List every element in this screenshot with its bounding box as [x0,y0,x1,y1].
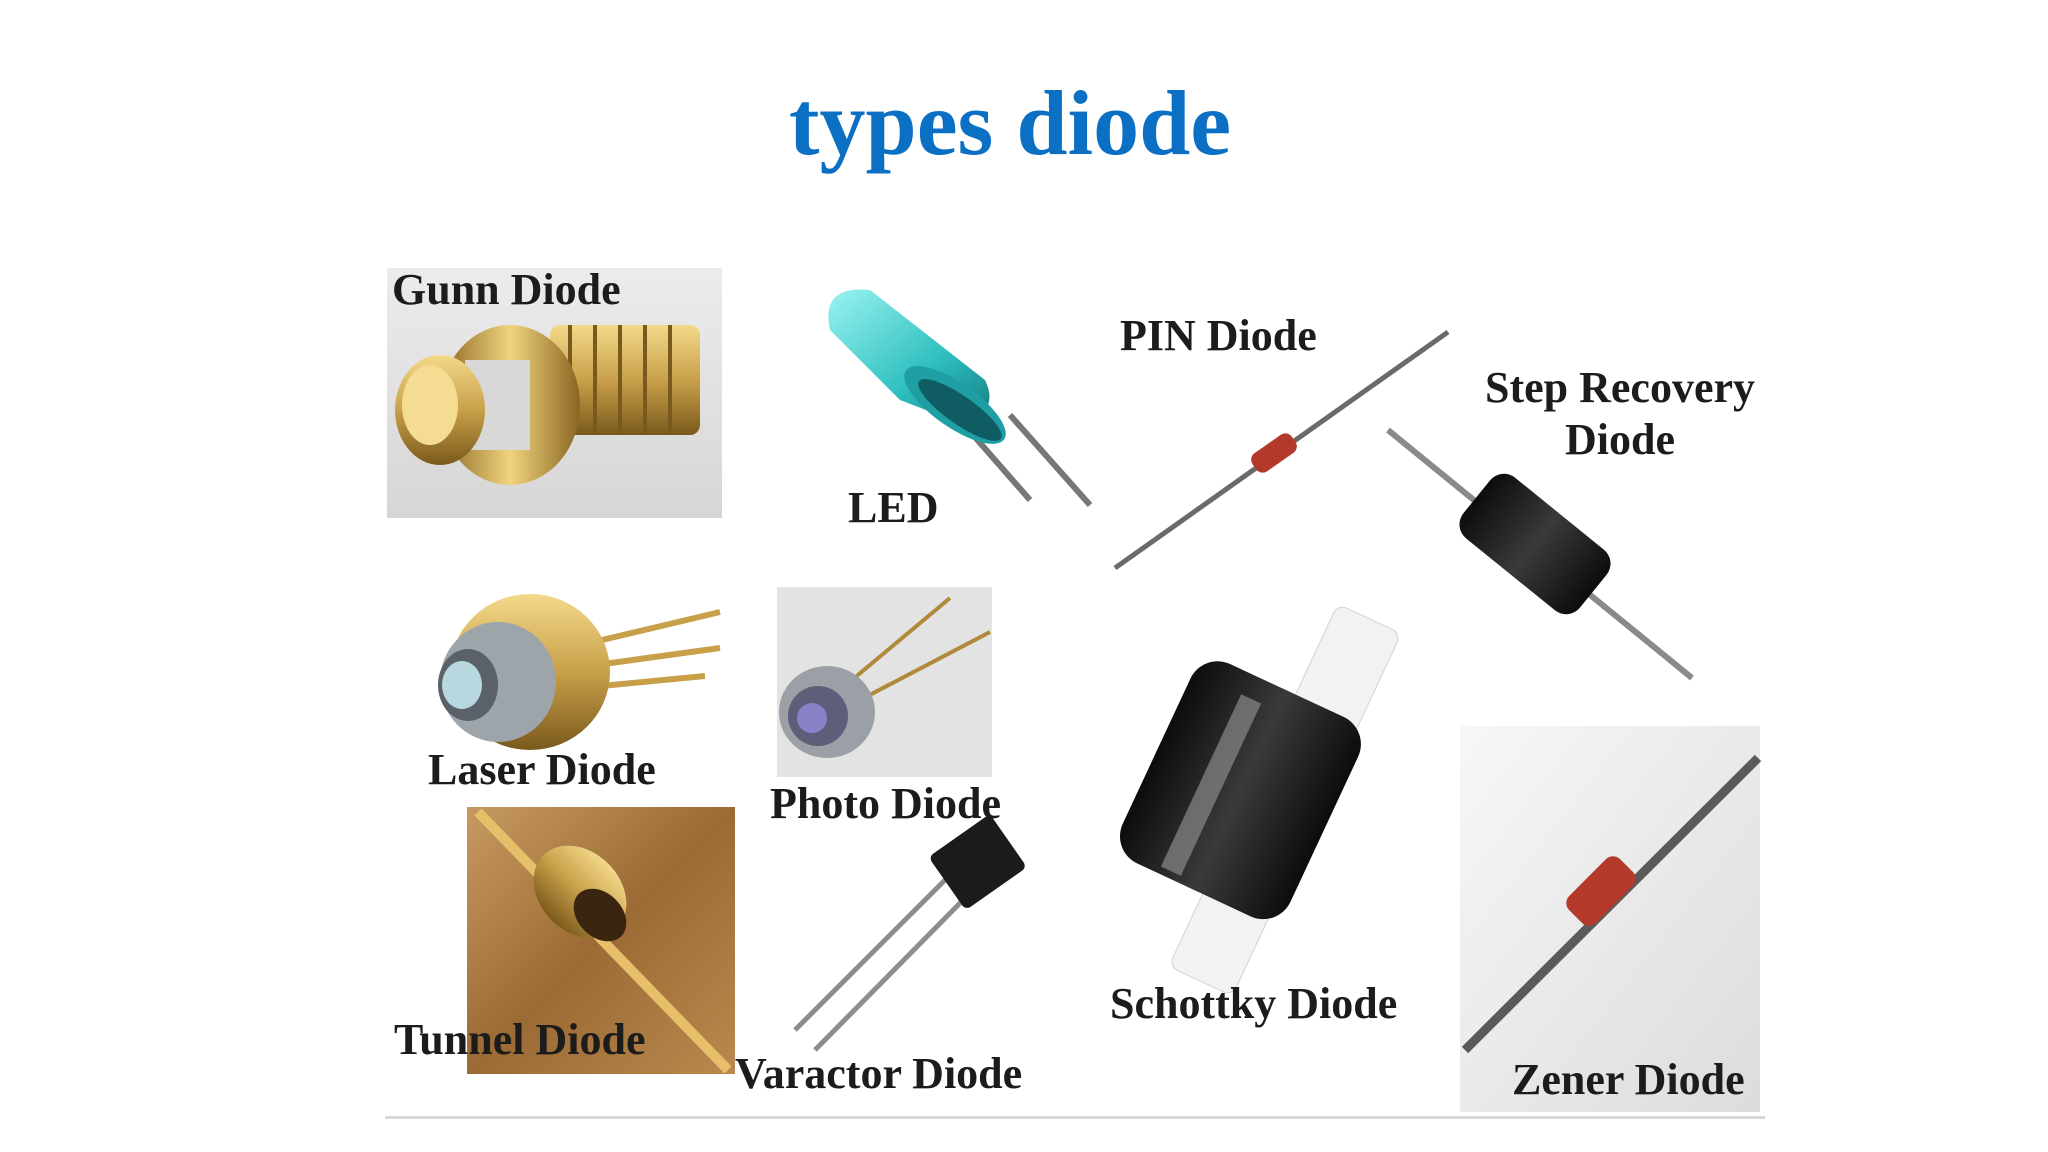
pin-diode-image [1113,329,1450,571]
led-image [828,289,1093,507]
label-step-recovery-line1: Step Recovery [1484,363,1755,412]
label-laser-diode: Laser Diode [428,745,656,794]
label-led: LED [848,483,939,532]
label-zener-diode: Zener Diode [1512,1055,1745,1104]
bottom-divider [385,1116,1765,1119]
schottky-diode-image [1119,606,1399,994]
gunn-diode-image [387,268,722,518]
label-photo-diode: Photo Diode [770,779,1001,828]
laser-diode-image [438,594,721,750]
label-step-recovery-line2: Diode [1565,415,1675,464]
varactor-diode-image [793,816,1025,1052]
zener-diode-image [1460,726,1762,1112]
label-tunnel-diode: Tunnel Diode [394,1015,646,1064]
label-pin-diode: PIN Diode [1120,311,1317,360]
tunnel-diode-image [467,807,735,1074]
label-schottky-diode: Schottky Diode [1110,979,1398,1028]
photo-diode-image [777,587,992,777]
step-recovery-diode-image [1386,427,1694,681]
page-title: types diode [788,72,1232,174]
label-varactor-diode: Varactor Diode [735,1049,1023,1098]
label-gunn-diode: Gunn Diode [392,265,621,314]
